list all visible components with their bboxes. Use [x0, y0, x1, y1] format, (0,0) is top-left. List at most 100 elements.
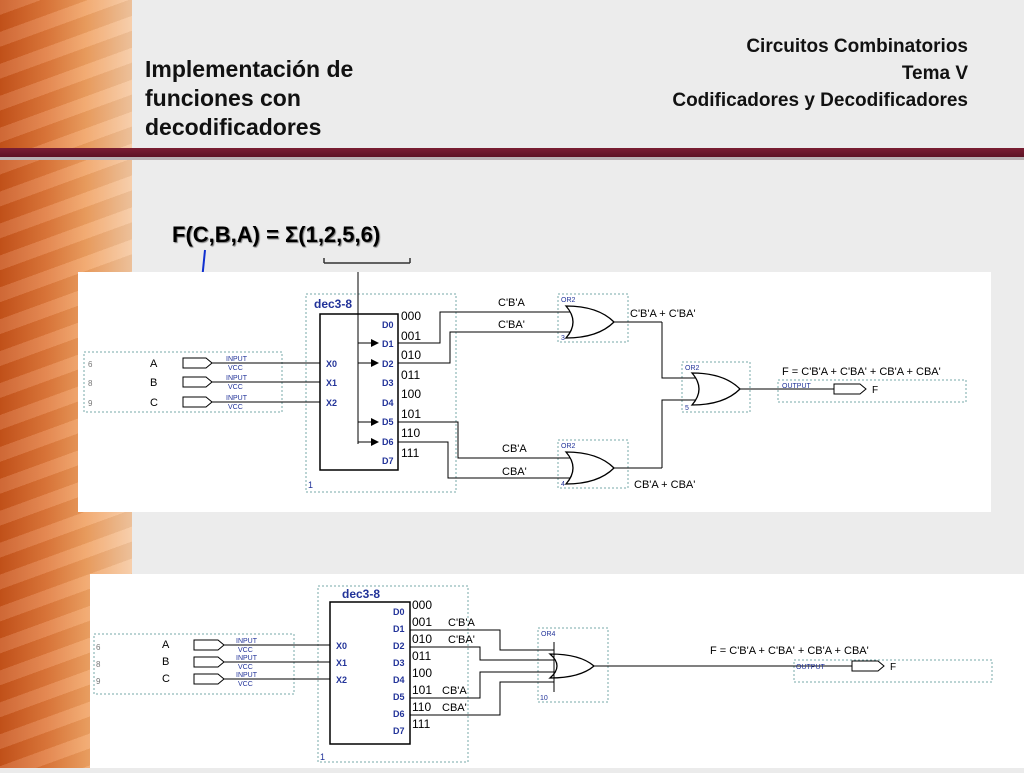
input-row-a: 6 A INPUT VCC X0 — [96, 638, 347, 654]
output-port: D0 — [393, 607, 405, 617]
decoder-input-port: X2 — [326, 398, 337, 408]
decoder-number: 1 — [320, 752, 325, 762]
output-code: 101 — [401, 407, 421, 421]
input-name: A — [150, 358, 158, 370]
output-code: 110 — [412, 700, 431, 714]
output-code: 011 — [401, 368, 420, 382]
decoder-outputs: D0 D1 D2 D3 D4 D5 D6 D7 000 001 010 011 … — [382, 309, 421, 466]
output-code: 100 — [412, 666, 432, 680]
slide-header: Circuitos Combinatorios Tema V Codificad… — [672, 33, 968, 114]
header-course: Circuitos Combinatorios — [746, 36, 968, 57]
input-tag: INPUT — [226, 375, 248, 382]
output-port: D6 — [382, 437, 394, 447]
input-row-b: 8 B INPUT VCC X1 — [96, 655, 347, 671]
gate2-input-term: CBA' — [502, 466, 527, 478]
or-gate-1: OR2 3 C'B'A + C'BA' — [561, 297, 696, 342]
input-block-frame — [93, 633, 295, 695]
output-port: D1 — [382, 339, 394, 349]
input-name: B — [162, 656, 169, 668]
decoder-input-port: X0 — [336, 641, 347, 651]
header-divider-shadow — [0, 157, 1024, 160]
output-code: 000 — [401, 309, 421, 323]
function-formula: F(C,B,A) = Σ(1,2,5,6) — [172, 222, 381, 247]
final-expression: F = C'B'A + C'BA' + CB'A + CBA' — [710, 645, 869, 657]
input-sub: VCC — [238, 681, 253, 688]
gate-tag: OR2 — [561, 443, 576, 450]
input-tag: INPUT — [226, 395, 248, 402]
decoder-outputs: D0 D1 D2 D3 D4 D5 D6 D7 000 001 010 011 … — [393, 598, 475, 736]
input-pin: 6 — [88, 360, 93, 369]
output-code: 011 — [412, 649, 431, 663]
input-pin: 8 — [88, 379, 93, 388]
decoder-label: dec3-8 — [314, 297, 352, 311]
output-port: D3 — [382, 378, 394, 388]
or-gate-4: OR4 10 — [540, 631, 852, 702]
output-port: D2 — [393, 641, 405, 651]
or-gate-3: OR2 5 — [685, 365, 834, 412]
gate1-output-expr: C'B'A + C'BA' — [630, 308, 696, 320]
gate-tag: OR2 — [685, 365, 700, 372]
input-row-b: 8 B INPUT VCC X1 — [88, 375, 337, 391]
decoder-input-port: X0 — [326, 359, 337, 369]
gate-pin: 10 — [540, 695, 548, 702]
circuit-panel-bottom: dec3-8 1 6 A INPUT VCC X0 8 B INPUT VCC … — [90, 574, 1024, 768]
gate3-frame — [681, 361, 751, 413]
output-code: 001 — [401, 329, 421, 343]
input-sub: VCC — [228, 365, 243, 372]
input-pin-symbol — [182, 357, 213, 369]
minterm-label: CBA' — [442, 702, 467, 714]
gate3-wire-a — [661, 322, 696, 379]
input-row-c: 9 C INPUT VCC X2 — [96, 672, 347, 688]
input-tag: INPUT — [236, 672, 258, 679]
gate-tag: OR2 — [561, 297, 576, 304]
input-pin-symbol — [182, 396, 213, 408]
input-pin: 8 — [96, 660, 101, 669]
output-port: D1 — [393, 624, 405, 634]
input-tag: INPUT — [236, 655, 258, 662]
output-code: 001 — [412, 615, 432, 629]
output-pin: F = C'B'A + C'BA' + CB'A + CBA' OUTPUT F — [710, 645, 896, 673]
input-sub: VCC — [238, 647, 253, 654]
input-pin: 9 — [88, 399, 93, 408]
input-row-a: 6 A INPUT VCC X0 — [88, 356, 337, 372]
gate1-input-term: C'BA' — [498, 319, 525, 331]
output-port: D4 — [393, 675, 405, 685]
output-port: D2 — [382, 359, 394, 369]
output-code: 101 — [412, 683, 432, 697]
minterm-label: C'B'A — [448, 617, 475, 629]
minterm-label: C'BA' — [448, 634, 475, 646]
output-port: D6 — [393, 709, 405, 719]
gate2-input-term: CB'A — [502, 443, 527, 455]
decoder-input-port: X2 — [336, 675, 347, 685]
output-port: D3 — [393, 658, 405, 668]
gate-frame — [537, 627, 609, 703]
output-name: F — [872, 385, 878, 396]
gate1-input-term: C'B'A — [498, 297, 525, 309]
gate2-output-expr: CB'A + CBA' — [634, 479, 695, 491]
output-code: 100 — [401, 387, 421, 401]
decoder-chip — [329, 601, 411, 745]
decoder-chip — [319, 313, 399, 471]
gate2-wires: CB'A CBA' — [398, 421, 570, 479]
output-name: F — [890, 662, 896, 673]
decoder-label: dec3-8 — [342, 587, 380, 601]
output-code: 010 — [412, 632, 432, 646]
minterm-label: CB'A — [442, 685, 467, 697]
gate-pin: 5 — [685, 405, 689, 412]
gate-pin: 4 — [561, 481, 565, 488]
output-port: D0 — [382, 320, 394, 330]
output-tag: OUTPUT — [782, 383, 812, 390]
output-frame — [777, 379, 967, 403]
final-expression: F = C'B'A + C'BA' + CB'A + CBA' — [782, 366, 941, 378]
input-sub: VCC — [238, 664, 253, 671]
output-pin: F = C'B'A + C'BA' + CB'A + CBA' OUTPUT F — [782, 366, 941, 396]
gate-tag: OR4 — [541, 631, 556, 638]
output-code: 111 — [401, 446, 420, 460]
header-divider — [0, 148, 1024, 157]
output-code: 010 — [401, 348, 421, 362]
output-port: D7 — [382, 456, 394, 466]
circuit-panel-top: dec3-8 1 6 A INPUT VCC X0 8 B INPUT VCC … — [78, 262, 991, 512]
input-tag: INPUT — [236, 638, 258, 645]
circuit-diagram-bottom: dec3-8 1 6 A INPUT VCC X0 8 B INPUT VCC … — [93, 585, 993, 763]
input-name: B — [150, 377, 157, 389]
